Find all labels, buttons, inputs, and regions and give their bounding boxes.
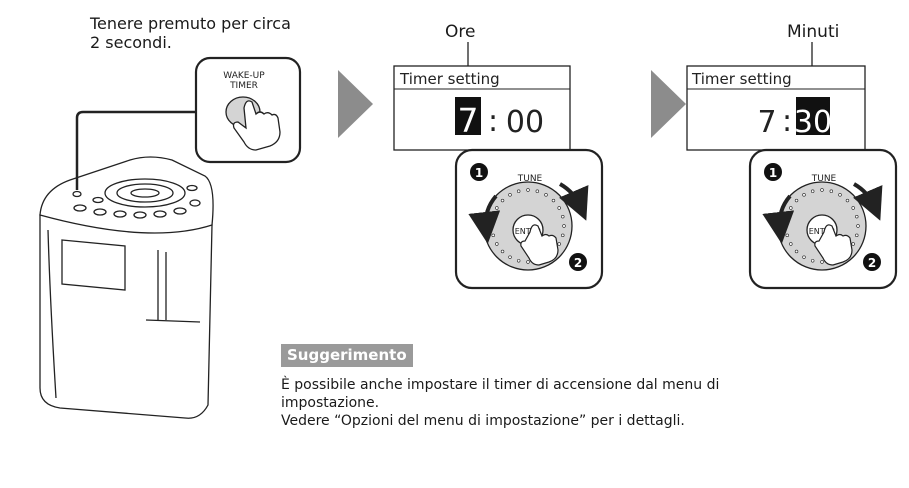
wakeup-callout: WAKE-UP TIMER — [194, 56, 302, 164]
tip-line-2: impostazione. — [281, 395, 380, 411]
dial-grip-dot — [810, 189, 815, 193]
dial-grip-dot — [785, 214, 789, 219]
dial-grip-dot — [508, 255, 512, 259]
tip-line-3: Vedere “Opzioni del menu di impostazione… — [281, 413, 685, 429]
dial-grip-dot — [845, 198, 850, 203]
dial-grip-dot — [561, 233, 565, 238]
dial-grip-dot — [508, 193, 512, 197]
dial-grip-dot — [802, 255, 806, 259]
dial-grip-dot — [526, 188, 530, 192]
dial-grip-dot — [544, 193, 548, 197]
dial-grip-dot — [802, 193, 806, 197]
pressing-finger-icon — [520, 224, 559, 266]
dial-grip-dot — [490, 224, 494, 228]
dial-grip-dot — [535, 189, 540, 193]
radio-display — [61, 239, 126, 291]
minutes-value-highlighted: 30 — [794, 105, 832, 140]
step-1-badge: 1 — [769, 166, 777, 180]
step-2-badge: 2 — [868, 256, 876, 270]
radio-device — [39, 156, 214, 419]
dial-grip-dot — [551, 198, 556, 203]
dial-grip-dot — [784, 224, 788, 228]
step-2-badge: 2 — [574, 256, 582, 270]
instruction-line-2: 2 secondi. — [90, 33, 172, 52]
screen-title-minutes: Timer setting — [691, 70, 792, 88]
dial-grip-dot — [500, 198, 505, 203]
dial-grip-dot — [491, 214, 495, 219]
dial-grip-dot — [785, 233, 789, 238]
instruction-line-1: Tenere premuto per circa — [90, 14, 291, 33]
dial-grip-dot — [516, 259, 521, 263]
enter-label: ENTER — [809, 227, 836, 236]
dial-grip-dot — [838, 193, 842, 197]
screen-title-hours: Timer setting — [399, 70, 500, 88]
dial-grip-dot — [851, 206, 855, 210]
wakeup-button-label-2: TIMER — [229, 81, 258, 91]
hours-value: 7 — [757, 105, 776, 140]
tune-label: TUNE — [811, 174, 837, 184]
instruction-text: Tenere premuto per circa 2 secondi. — [90, 14, 350, 52]
time-separator: : — [488, 104, 498, 139]
rotate-left-arrow-icon — [762, 194, 795, 244]
dial-grip-dot — [789, 242, 793, 246]
dial-grip-dot — [495, 242, 499, 246]
pressing-finger-icon — [232, 100, 281, 151]
dial-grip-dot — [856, 224, 860, 228]
tune-dial-step2: ENTER TUNE 1 2 — [748, 148, 898, 290]
dial-grip-dot — [561, 214, 565, 219]
dial-grip-dot — [495, 206, 499, 210]
dial-grip-dot — [557, 206, 561, 210]
rotate-right-arrow-icon — [852, 182, 883, 221]
tip-text: È possibile anche impostare il timer di … — [281, 376, 841, 430]
tip-badge: Suggerimento — [281, 344, 413, 367]
dial-grip-dot — [810, 259, 815, 263]
tip-line-1: È possibile anche impostare il timer di … — [281, 377, 720, 393]
dial-grip-dot — [820, 188, 824, 192]
hours-value-highlighted: 7 — [458, 101, 479, 140]
dial-grip-dot — [794, 249, 799, 254]
dial-grip-dot — [855, 214, 859, 219]
rotate-right-arrow-icon — [558, 182, 589, 221]
display-hours: Timer setting 7 : 00 — [393, 42, 571, 151]
callout-connector — [75, 110, 196, 190]
step-1-badge: 1 — [475, 166, 483, 180]
pressing-finger-icon — [814, 224, 853, 266]
flow-arrow-1-icon — [338, 70, 373, 138]
dial-grip-dot — [516, 189, 521, 193]
dial-grip-dot — [794, 198, 799, 203]
dial-grip-dot — [557, 242, 561, 246]
dial-grip-dot — [562, 224, 566, 228]
enter-label: ENTER — [515, 227, 542, 236]
display-minutes: Timer setting 7 : 30 — [686, 42, 866, 151]
rotate-left-arrow-icon — [468, 194, 501, 244]
minutes-value: 00 — [506, 105, 544, 140]
wakeup-led-button[interactable] — [72, 190, 82, 198]
hours-label: Ore — [445, 22, 476, 42]
dial-grip-dot — [500, 249, 505, 254]
dial-grip-dot — [526, 260, 530, 264]
dial-grip-dot — [491, 233, 495, 238]
dial-grip-dot — [820, 260, 824, 264]
dial-grip-dot — [829, 189, 834, 193]
dial-grip-dot — [789, 206, 793, 210]
dial-grip-dot — [855, 233, 859, 238]
tune-dial-step1: ENTER TUNE 1 2 — [454, 148, 604, 290]
minutes-label: Minuti — [787, 22, 840, 42]
wakeup-button-label-1: WAKE-UP — [223, 71, 265, 81]
tune-label: TUNE — [517, 174, 543, 184]
flow-arrow-2-icon — [651, 70, 686, 138]
time-separator: : — [782, 104, 792, 139]
dial-grip-dot — [851, 242, 855, 246]
